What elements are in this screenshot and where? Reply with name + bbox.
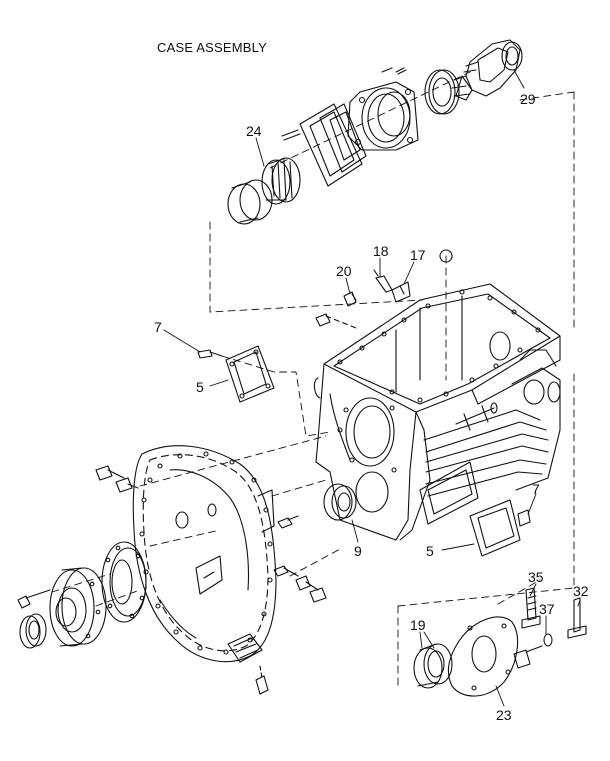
gasket-front: [102, 542, 146, 622]
bolt-7-right: [518, 510, 530, 526]
bearing-24: [262, 158, 300, 204]
callout-35: 35: [528, 569, 544, 585]
transmission-case: [314, 250, 560, 540]
washer-37: [544, 634, 552, 646]
flywheel-housing: [133, 446, 276, 662]
inspection-cover: [228, 634, 268, 694]
callout-37: 37: [539, 601, 555, 617]
gasket-plate: [282, 104, 366, 186]
bearing-retainer-housing: [348, 68, 418, 150]
pto-cover-5-left: [226, 346, 274, 402]
bolt-35: [522, 588, 540, 628]
callout-24: 24: [246, 123, 262, 139]
callout-5-right: 5: [426, 543, 434, 559]
bracket-lower: [514, 646, 542, 668]
callout-17: 17: [410, 247, 426, 263]
callout-7-lower: 7: [532, 481, 540, 497]
bolt-7-left: [198, 350, 222, 358]
leader-lines: [164, 70, 580, 706]
bracket-17: [392, 282, 410, 302]
callout-7-upper: 7: [154, 319, 162, 335]
callout-23: 23: [496, 707, 512, 723]
pto-cover-5-right: [470, 500, 520, 556]
output-yoke-29: [452, 40, 522, 100]
seal-19: [414, 644, 452, 688]
guide-lines-lower-right: [398, 370, 574, 690]
front-seal: [20, 614, 46, 648]
callout-18: 18: [373, 243, 389, 259]
bolt-32: [568, 598, 586, 638]
seal-ring: [425, 70, 459, 114]
diagram-title: CASE ASSEMBLY: [157, 40, 268, 55]
front-bearing-retainer: [50, 568, 106, 646]
callout-9: 9: [354, 543, 362, 559]
guide-lines-housing: [140, 436, 342, 576]
callout-19: 19: [410, 617, 426, 633]
callout-5-left: 5: [196, 379, 204, 395]
guide-lines-top: [210, 72, 574, 380]
housing-bolts: [96, 466, 326, 602]
cover-plate-23: [449, 617, 518, 696]
guide-lines-front: [52, 574, 140, 606]
callout-32: 32: [573, 583, 589, 599]
guide-lines-left-cover: [222, 356, 330, 436]
front-bolt: [18, 590, 50, 608]
bearing-cup: [228, 180, 272, 224]
callout-20: 20: [336, 263, 352, 279]
plug-20: [344, 292, 356, 306]
bolt-18: [374, 270, 392, 292]
callout-29: 29: [520, 91, 536, 107]
seal-9: [324, 484, 356, 520]
plug-secondary: [316, 314, 356, 328]
